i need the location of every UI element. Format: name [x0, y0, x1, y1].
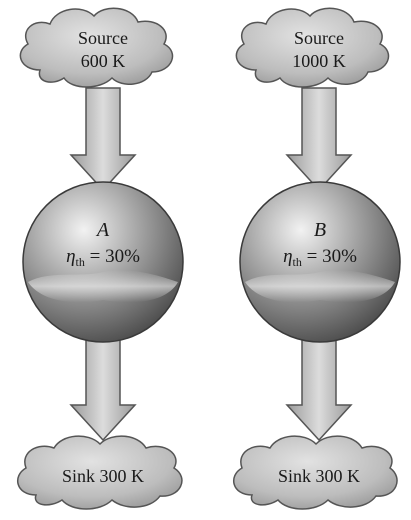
engine-name-b: B: [314, 219, 326, 241]
efficiency-value-b: = 30%: [302, 246, 357, 267]
heat-in-arrow-a: [69, 87, 137, 192]
efficiency-symbol-a: η: [66, 246, 75, 267]
efficiency-subscript-b: th: [293, 255, 302, 269]
efficiency-subscript-a: th: [76, 255, 85, 269]
sink-label-a: Sink 300 K: [62, 466, 144, 486]
engine-sphere-b: [239, 181, 401, 343]
sink-cloud-a: [16, 435, 183, 510]
heat-out-arrow-a: [69, 329, 137, 442]
engine-system-b: Source 1000 K B ηth = 30% Sink 300 K: [232, 7, 401, 510]
engine-system-a: Source 600 K A ηth = 30% Sink 300 K: [16, 7, 184, 510]
efficiency-a: ηth = 30%: [66, 246, 140, 269]
engine-sphere-a: [22, 181, 184, 343]
heat-out-arrow-b: [285, 329, 353, 442]
source-label-b: Source: [294, 28, 344, 48]
source-cloud-a: [19, 7, 174, 88]
heat-in-arrow-b: [285, 87, 353, 192]
source-temperature-b: 1000 K: [292, 51, 346, 71]
efficiency-symbol-b: η: [283, 246, 292, 267]
engine-name-a: A: [95, 219, 110, 241]
source-cloud-b: [235, 7, 390, 88]
sink-cloud-b: [232, 435, 398, 510]
source-temperature-a: 600 K: [81, 51, 126, 71]
sink-label-b: Sink 300 K: [278, 466, 360, 486]
efficiency-b: ηth = 30%: [283, 246, 357, 269]
efficiency-value-a: = 30%: [85, 246, 140, 267]
source-label-a: Source: [78, 28, 128, 48]
